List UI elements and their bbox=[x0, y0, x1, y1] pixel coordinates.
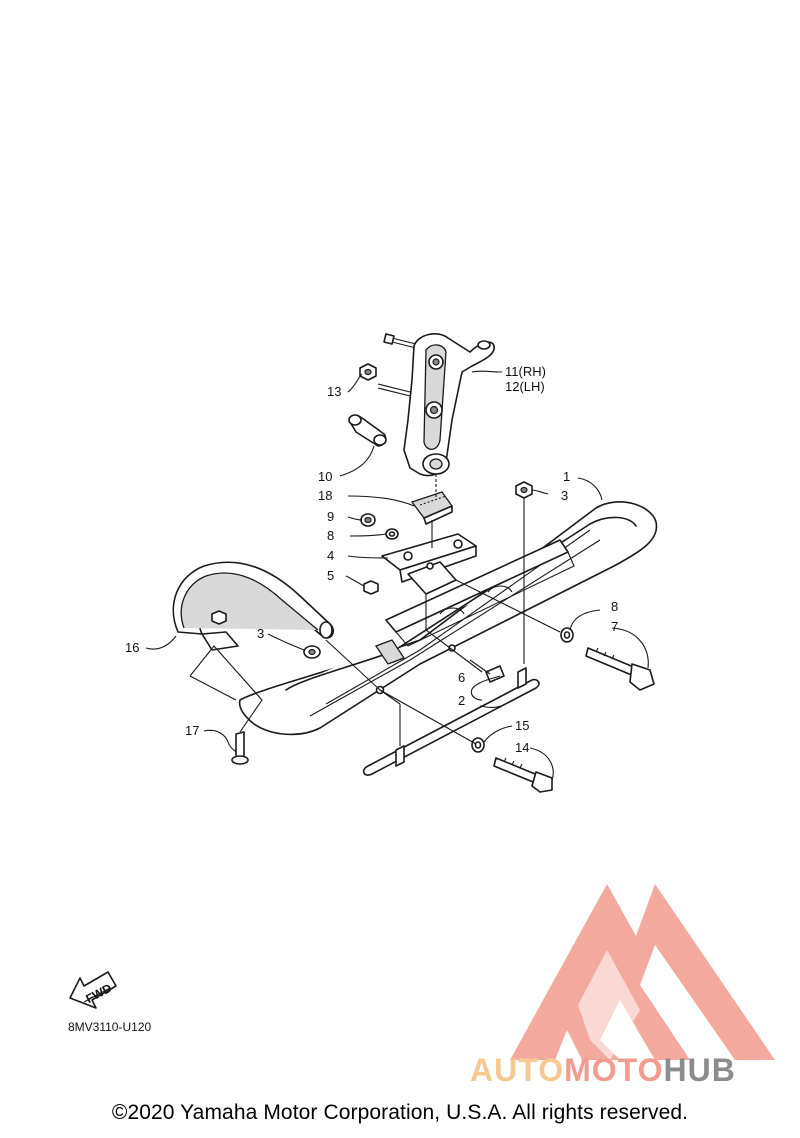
bolt-6 bbox=[469, 659, 505, 683]
nut-13 bbox=[359, 363, 377, 381]
callout-17: 17 bbox=[185, 723, 199, 738]
callout-2: 2 bbox=[458, 693, 465, 708]
watermark-auto: AUTO bbox=[470, 1052, 565, 1088]
watermark-hub: HUB bbox=[663, 1052, 736, 1088]
callout-9: 9 bbox=[327, 509, 334, 524]
nut-5 bbox=[363, 580, 379, 595]
watermark-moto: MOTO bbox=[564, 1052, 664, 1088]
callout-12: 12(LH) bbox=[505, 379, 545, 394]
watermark-text: AUTOMOTOHUB bbox=[470, 1052, 792, 1089]
washer-8-upper bbox=[385, 528, 399, 540]
damper-18 bbox=[410, 491, 453, 525]
callout-16: 16 bbox=[125, 640, 139, 655]
callout-labels: 1 3 11(RH) 12(LH) 13 10 18 9 8 4 5 8 7 1… bbox=[125, 364, 618, 755]
callout-10: 10 bbox=[318, 469, 332, 484]
callout-6: 6 bbox=[458, 670, 465, 685]
callout-1: 1 bbox=[563, 469, 570, 484]
ski-1 bbox=[238, 501, 658, 736]
bolt-7 bbox=[585, 647, 655, 691]
bolt-14 bbox=[493, 757, 553, 793]
nut-3-loop bbox=[211, 610, 227, 625]
bushing-9 bbox=[360, 513, 376, 527]
callout-18: 18 bbox=[318, 488, 332, 503]
callout-13: 13 bbox=[327, 384, 341, 399]
leader-lines bbox=[145, 370, 649, 781]
callout-4: 4 bbox=[327, 548, 334, 563]
wear-bar-2 bbox=[362, 667, 540, 776]
fwd-arrow-icon: FWD bbox=[69, 971, 117, 1009]
callout-8-lower: 8 bbox=[611, 599, 618, 614]
callout-5: 5 bbox=[327, 568, 334, 583]
callout-15: 15 bbox=[515, 718, 529, 733]
collar-10 bbox=[348, 414, 387, 447]
washer-15 bbox=[471, 737, 485, 753]
callout-3-lower: 3 bbox=[257, 626, 264, 641]
spindle-arm bbox=[377, 333, 495, 477]
watermark-logo-icon bbox=[510, 884, 775, 1060]
screw-17 bbox=[231, 731, 249, 765]
loop-handle-16 bbox=[172, 561, 335, 651]
nut-3-lower bbox=[303, 645, 321, 659]
callout-3-upper: 3 bbox=[561, 488, 568, 503]
callout-7: 7 bbox=[611, 619, 618, 634]
copyright-notice: ©2020 Yamaha Motor Corporation, U.S.A. A… bbox=[111, 1101, 689, 1124]
nut-3-upper bbox=[515, 481, 533, 499]
diagram-code: 8MV3110-U120 bbox=[68, 1020, 151, 1034]
callout-8-upper: 8 bbox=[327, 528, 334, 543]
callout-11: 11(RH) bbox=[505, 364, 546, 379]
washer-8-lower bbox=[560, 627, 574, 643]
callout-14: 14 bbox=[515, 740, 529, 755]
